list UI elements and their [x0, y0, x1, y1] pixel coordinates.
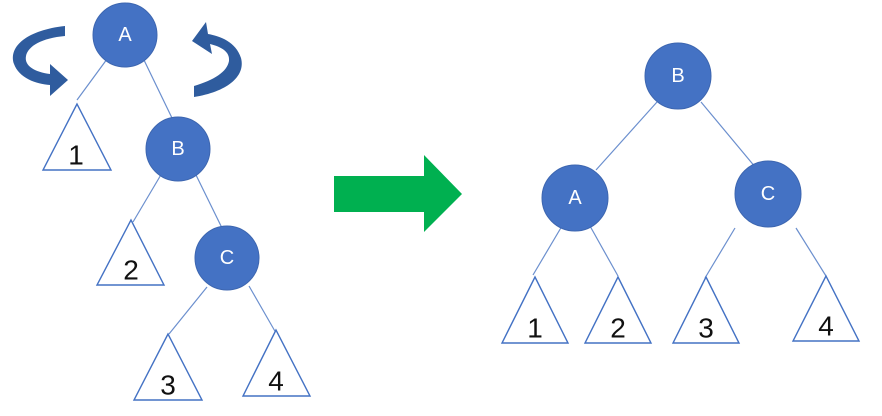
node-b: B: [145, 116, 211, 182]
node-label: B: [671, 65, 684, 87]
edge-a-1: [76, 54, 111, 101]
subtree-4: 4: [791, 274, 861, 342]
right-arrow-icon: [334, 155, 462, 232]
edge-b-c: [195, 174, 223, 229]
edge-a-2: [589, 225, 619, 277]
node-label: C: [761, 183, 775, 205]
counterclockwise-rotation-icon: [12, 26, 68, 96]
subtree-label: 1: [68, 140, 84, 171]
subtree-label: 3: [698, 313, 714, 344]
subtree-label: 4: [268, 366, 284, 397]
subtree-2: 2: [583, 275, 653, 344]
subtree-4: 4: [241, 328, 312, 397]
edge-c-3: [704, 227, 736, 279]
after-tree: 1 2 3 4 B A C: [500, 42, 861, 344]
edge-a-b: [142, 57, 173, 119]
node-a: A: [541, 164, 609, 232]
subtree-label: 2: [610, 313, 626, 344]
node-c: C: [194, 225, 260, 291]
edge-b-a: [595, 101, 658, 171]
edge-b-c: [700, 101, 757, 169]
node-label: B: [171, 138, 184, 160]
node-b: B: [644, 42, 712, 110]
subtree-3: 3: [132, 332, 204, 401]
subtree-label: 3: [160, 370, 176, 401]
subtree-2: 2: [95, 218, 166, 286]
edge-c-3: [168, 286, 208, 335]
node-a: A: [92, 2, 158, 68]
clockwise-rotation-icon: [192, 22, 242, 97]
node-label: A: [118, 24, 132, 46]
edge-c-4: [248, 285, 277, 334]
subtree-1: 1: [500, 275, 570, 344]
subtree-label: 1: [527, 313, 543, 344]
node-label: C: [220, 247, 234, 269]
edge-a-1: [532, 225, 563, 276]
subtree-label: 4: [818, 311, 834, 342]
node-c: C: [734, 160, 802, 228]
node-label: A: [568, 187, 582, 209]
before-tree: 1 2 3 4 A B C: [12, 2, 312, 401]
edge-c-4: [795, 227, 827, 277]
subtree-1: 1: [41, 102, 113, 171]
subtree-label: 2: [123, 255, 139, 286]
edge-b-2: [132, 172, 163, 223]
subtree-3: 3: [671, 275, 741, 344]
